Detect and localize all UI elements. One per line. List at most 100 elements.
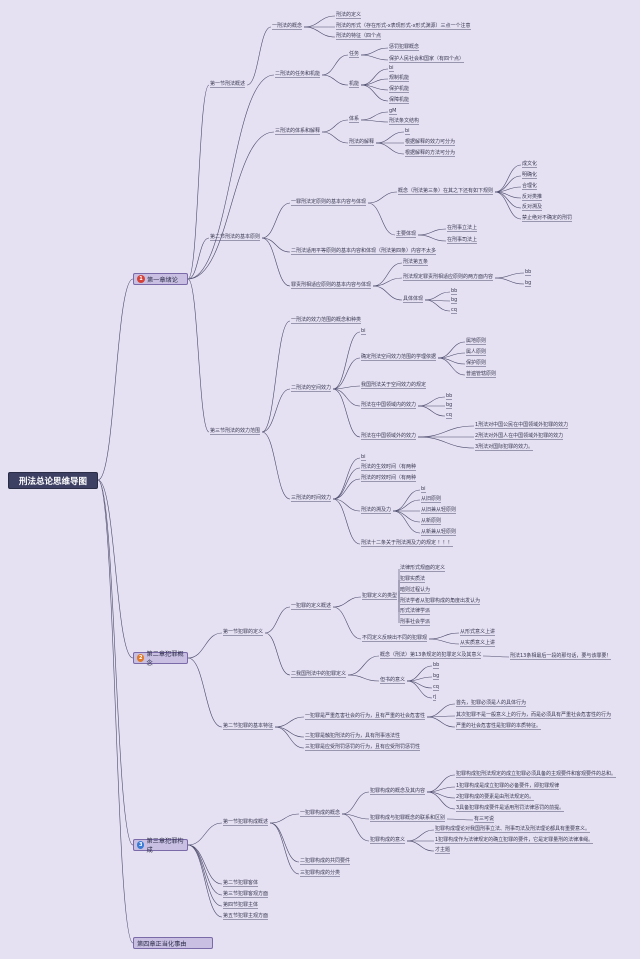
map-node-35[interactable]: 罪责刑相适应原则的基本内容与体现 bbox=[291, 282, 372, 288]
map-node-58[interactable]: 刑法在中国领域外的效力 bbox=[361, 433, 417, 439]
map-node-26[interactable]: 明确化 bbox=[522, 172, 538, 178]
map-node-15[interactable]: 体系 bbox=[349, 116, 360, 122]
map-node-100[interactable]: 第一节犯罪构成概述 bbox=[223, 819, 269, 825]
map-node-93[interactable]: 第二节犯罪的基本特征 bbox=[223, 723, 274, 729]
map-node-62[interactable]: 三刑法的时间效力 bbox=[291, 495, 332, 501]
map-node-48[interactable]: 确定刑法空间效力范围的学理依据 bbox=[361, 354, 437, 360]
map-node-109[interactable]: 犯罪构成的意义 bbox=[370, 837, 406, 843]
map-node-63[interactable]: bi bbox=[361, 454, 366, 460]
map-node-71[interactable]: 从新兼从轻原则 bbox=[421, 529, 457, 535]
map-node-116[interactable]: 第三节犯罪客观方面 bbox=[223, 891, 269, 897]
map-node-50[interactable]: 属人原则 bbox=[466, 349, 487, 355]
map-node-96[interactable]: 其次犯罪不是一般意义上的行为，而是必须具有严重社会危害性的行为 bbox=[456, 712, 612, 718]
map-node-86[interactable]: 概念（刑法）第13条规定的犯罪定义及其意义 bbox=[380, 652, 482, 658]
map-node-88[interactable]: 但书的意义 bbox=[380, 677, 406, 683]
map-node-1[interactable]: 一刑法的概念 bbox=[272, 23, 303, 29]
map-node-20[interactable]: 根据解释的效力可分为 bbox=[405, 139, 456, 145]
map-node-70[interactable]: 从新原则 bbox=[421, 518, 442, 524]
map-node-76[interactable]: 法律形式规面的定义 bbox=[400, 565, 446, 571]
map-node-17[interactable]: 刑法条文结构 bbox=[389, 118, 420, 124]
map-node-22[interactable]: 第二节刑法的基本原则 bbox=[210, 234, 261, 240]
map-node-23[interactable]: 一罪刑法定原则的基本内容与体现 bbox=[291, 199, 367, 205]
map-node-64[interactable]: 刑法的生效时间（有两种 bbox=[361, 464, 417, 470]
map-node-28[interactable]: 反对类推 bbox=[522, 194, 543, 200]
map-node-10[interactable]: bi bbox=[389, 65, 394, 71]
map-node-95[interactable]: 首先，犯罪必须是人的具体行为 bbox=[456, 700, 527, 706]
map-node-3[interactable]: 刑法的形式（存在形式-x表现形式-x形式渊源）三点一个注意 bbox=[336, 23, 471, 29]
map-node-47[interactable]: bi bbox=[361, 328, 366, 334]
map-node-54[interactable]: 刑法在中国领域内的效力 bbox=[361, 402, 417, 408]
map-node-7[interactable]: 惩罚犯罪概念 bbox=[389, 44, 420, 50]
map-node-89[interactable]: bb bbox=[433, 662, 440, 668]
map-node-65[interactable]: 刑法的时效时间（有两种 bbox=[361, 475, 417, 481]
map-node-45[interactable]: 一刑法的效力范围的概念和种类 bbox=[291, 317, 362, 323]
map-node-53[interactable]: 我国刑法关于空间效力的规定 bbox=[361, 382, 427, 388]
map-node-112[interactable]: 才主题 bbox=[435, 847, 451, 853]
map-node-59[interactable]: 1刑法对中国公民在中国领域外犯罪的效力 bbox=[475, 422, 569, 428]
map-node-81[interactable]: 刑事社会学派 bbox=[400, 619, 431, 625]
map-node-72[interactable]: 刑法十二条关于刑法溯及力的规定 ！！！ bbox=[361, 540, 453, 546]
map-node-99[interactable]: 三犯罪是应受刑罚惩罚的行为，且有应受刑罚惩罚性 bbox=[305, 744, 421, 750]
map-node-83[interactable]: 从形式意义上讲 bbox=[460, 629, 496, 635]
map-node-31[interactable]: 主要体现 bbox=[396, 231, 417, 237]
map-node-38[interactable]: bb bbox=[525, 269, 532, 275]
map-node-2[interactable]: 刑法的定义 bbox=[336, 12, 362, 18]
map-node-33[interactable]: 在刑事司法上 bbox=[447, 237, 478, 243]
map-node-29[interactable]: 反对溯及 bbox=[522, 204, 543, 210]
map-node-21[interactable]: 根据解释的方法可分为 bbox=[405, 150, 456, 156]
map-node-9[interactable]: 机能 bbox=[349, 81, 360, 87]
map-node-61[interactable]: 3刑法对国际犯罪的效力。 bbox=[475, 444, 534, 450]
map-node-19[interactable]: bi bbox=[405, 128, 410, 134]
map-node-36[interactable]: 刑法第五条 bbox=[403, 259, 429, 265]
map-node-24[interactable]: 概念（刑法第三条）在其之下还有如下规则 bbox=[398, 188, 494, 194]
map-node-113[interactable]: 二犯罪构成的共同要件 bbox=[300, 858, 351, 864]
map-node-6[interactable]: 任务 bbox=[349, 51, 360, 57]
map-node-114[interactable]: 三犯罪构成的分类 bbox=[300, 870, 341, 876]
map-node-103[interactable]: 犯罪构成犯刑法规定的成立犯罪必须具备的主观要件和客观要件的总和。 bbox=[456, 771, 617, 777]
map-node-104[interactable]: 1犯罪构成是成立犯罪的必备要件，即犯罪规律 bbox=[456, 783, 560, 789]
map-node-77[interactable]: 犯罪实质法 bbox=[400, 576, 426, 582]
map-node-107[interactable]: 犯罪构成与犯罪概念的联系和区别 bbox=[370, 815, 446, 821]
map-node-46[interactable]: 二刑法的空间效力 bbox=[291, 385, 332, 391]
map-node-85[interactable]: 二我国刑法中的犯罪定义 bbox=[291, 671, 347, 677]
map-node-110[interactable]: 犯罪构成理论对我国刑事立法、刑事司法及刑法理论都具有重要意义。 bbox=[435, 826, 591, 832]
map-node-87[interactable]: 刑法13条相最后一段的那句话，要与该罪要！ bbox=[510, 653, 612, 659]
map-node-117[interactable]: 第四节犯罪主体 bbox=[223, 902, 259, 908]
map-node-49[interactable]: 属地原则 bbox=[466, 338, 487, 344]
map-node-39[interactable]: bg bbox=[525, 280, 532, 286]
map-node-8[interactable]: 保护人民社会和国家（有四个点） bbox=[389, 56, 465, 62]
map-node-14[interactable]: 三刑法的体系和解释 bbox=[275, 128, 321, 134]
map-node-68[interactable]: 从旧原则 bbox=[421, 496, 442, 502]
map-node-12[interactable]: 保护机能 bbox=[389, 86, 410, 92]
map-node-13[interactable]: 保障机能 bbox=[389, 97, 410, 103]
map-node-101[interactable]: 一犯罪构成的概念 bbox=[300, 810, 341, 816]
map-node-97[interactable]: 严重的社会危害性是犯罪的本质特征。 bbox=[456, 723, 542, 729]
map-node-102[interactable]: 犯罪构成的概念及其内容 bbox=[370, 788, 426, 794]
map-node-105[interactable]: 2犯罪构成的要素是由刑法规定的。 bbox=[456, 794, 535, 800]
map-node-98[interactable]: 二犯罪是触犯刑法的行为，具有刑事违法性 bbox=[305, 733, 401, 739]
map-node-25[interactable]: 成文化 bbox=[522, 161, 538, 167]
map-node-42[interactable]: bg bbox=[451, 297, 458, 303]
map-node-34[interactable]: 二刑法适用平等原则的基本内容和体现（刑法第四条）内容不太多 bbox=[291, 248, 437, 254]
map-node-84[interactable]: 从实质意义上讲 bbox=[460, 640, 496, 646]
map-node-66[interactable]: 刑法的溯及力 bbox=[361, 507, 392, 513]
map-node-79[interactable]: 刑法学者从犯罪构成的角度出发认为 bbox=[400, 598, 481, 604]
map-node-92[interactable]: rj bbox=[433, 694, 437, 700]
map-node-69[interactable]: 从旧兼从轻原则 bbox=[421, 507, 457, 513]
map-node-11[interactable]: 规制机能 bbox=[389, 75, 410, 81]
map-node-91[interactable]: cq bbox=[433, 684, 439, 690]
map-node-32[interactable]: 在刑事立法上 bbox=[447, 225, 478, 231]
map-node-55[interactable]: bb bbox=[446, 393, 453, 399]
map-node-16[interactable]: gM bbox=[389, 108, 397, 114]
map-node-106[interactable]: 3具备犯罪构成要件是适用刑罚法律惩罚的前提。 bbox=[456, 805, 565, 811]
map-node-5[interactable]: 二刑法的任务和机能 bbox=[275, 71, 321, 77]
map-node-51[interactable]: 保护原则 bbox=[466, 360, 487, 366]
map-node-57[interactable]: cq bbox=[446, 412, 452, 418]
map-node-94[interactable]: 一犯罪是严重危害社会的行为，且有严重的社会危害性 bbox=[305, 713, 426, 719]
map-node-111[interactable]: 1犯罪构成作为法律规定的确立犯罪的要件，它是定罪量刑的法律准绳。 bbox=[435, 837, 594, 843]
map-node-56[interactable]: bg bbox=[446, 402, 453, 408]
map-node-60[interactable]: 2刑法对外国人在中国领域外犯罪的效力 bbox=[475, 433, 564, 439]
map-node-37[interactable]: 刑法规定罪责刑相适应原则的两方面内容 bbox=[403, 274, 494, 280]
